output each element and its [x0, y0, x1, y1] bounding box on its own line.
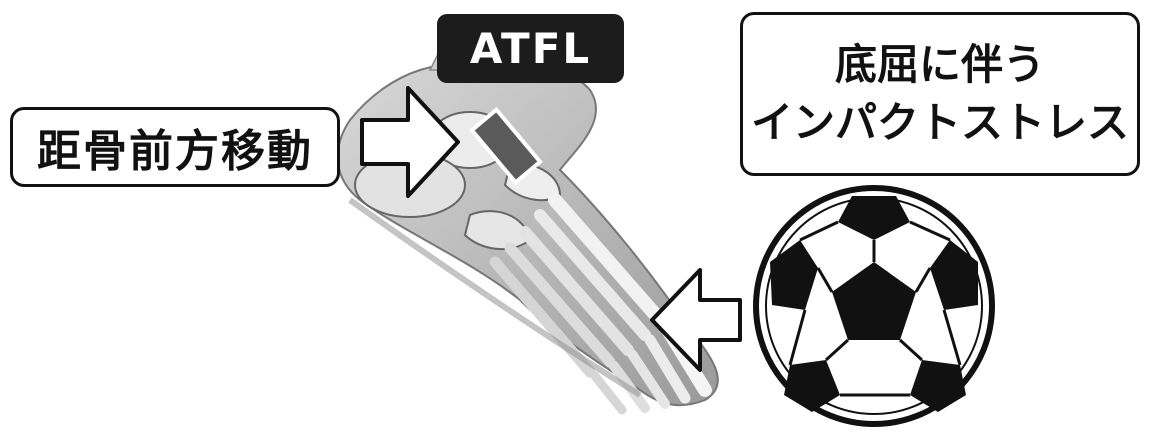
talus-motion-label: 距骨前方移動 [37, 115, 313, 179]
talus-motion-label-box: 距骨前方移動 [10, 107, 340, 187]
atfl-label: ATFL [437, 14, 624, 83]
soccer-ball-icon [756, 188, 992, 424]
impact-stress-line-1: 底屈に伴う [835, 36, 1045, 94]
impact-stress-line-2: インパクトストレス [751, 94, 1129, 152]
impact-stress-label-box: 底屈に伴う インパクトストレス [740, 12, 1140, 176]
